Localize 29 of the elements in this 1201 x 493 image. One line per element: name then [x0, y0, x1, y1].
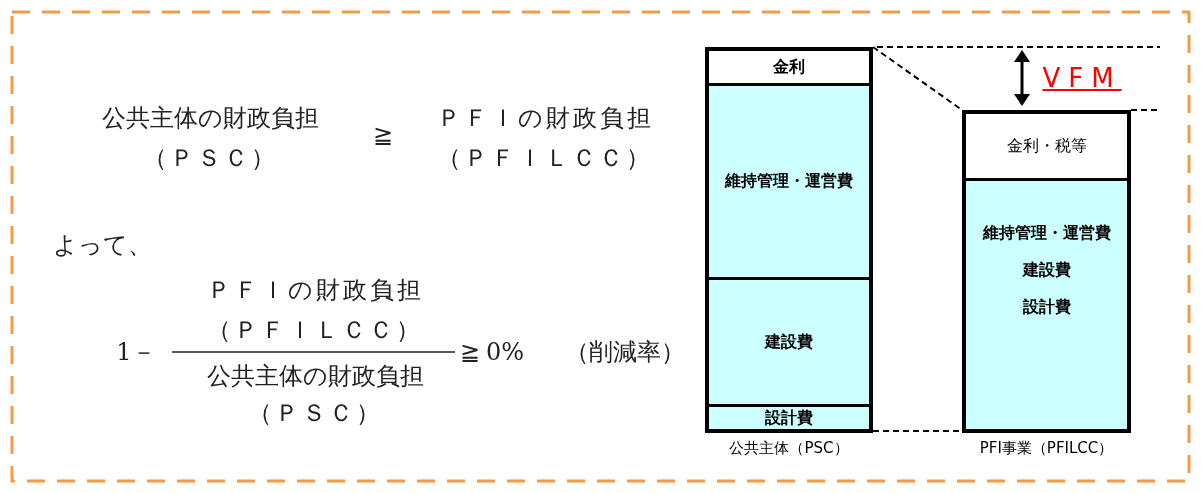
cost-segment — [709, 404, 869, 429]
segment-label: 金利・税等 — [1006, 135, 1087, 157]
formula-text: （ＰＳＣ） — [142, 143, 278, 174]
bar-caption: PFI事業（PFILCC） — [979, 439, 1114, 458]
connector-line — [872, 46, 963, 111]
vfm-label: VFM — [1042, 63, 1122, 93]
formula-text: 公共主体の財政負担 — [206, 361, 424, 392]
formula-text: よって、 — [52, 230, 152, 261]
formula-text: （ＰＦＩＬＣＣ） — [207, 315, 423, 346]
formula-text: （ＰＦＩＬＣＣ） — [437, 143, 653, 174]
cost-segment — [966, 114, 1127, 178]
segment-label: 設計費 — [765, 407, 813, 429]
segment-label: 維持管理・運営費 — [725, 171, 853, 192]
formula-text: 0% — [485, 338, 525, 366]
formula-text: （ＰＳＣ） — [247, 398, 383, 429]
bar-caption: 公共主体（PSC） — [729, 439, 849, 458]
formula-text: ≧ — [373, 121, 393, 149]
formula-text: 公共主体の財政負担 — [101, 103, 319, 134]
segment-label: 設計費 — [1022, 296, 1071, 318]
segment-label: 維持管理・運営費 — [982, 222, 1111, 244]
formula-text: 1－ — [116, 337, 156, 368]
formula-text: （削減率） — [565, 337, 685, 368]
formula-text: ≧ — [460, 338, 480, 366]
cost-segment — [709, 51, 869, 83]
segment-label: 建設費 — [765, 331, 813, 353]
segment-label: 建設費 — [1022, 259, 1071, 281]
formula-text: ＰＦＩの財政負担 — [436, 103, 654, 134]
formula-text: ＰＦＩの財政負担 — [206, 275, 424, 306]
segment-label: 金利 — [773, 56, 805, 78]
